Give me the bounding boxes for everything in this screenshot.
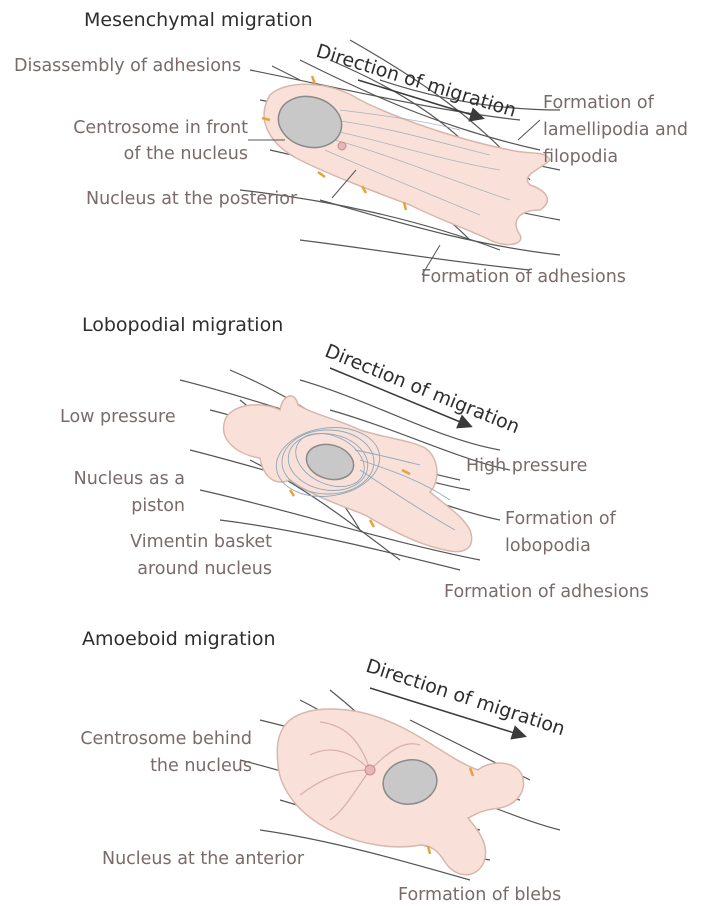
mesenchymal-label-centrosome-line2: of the nucleus <box>38 142 248 167</box>
lobopodial-label-adhesions: Formation of adhesions <box>444 580 649 605</box>
amoeboid-label-blebs: Formation of blebs <box>398 883 561 908</box>
amoeboid-centrosome <box>365 765 375 775</box>
lobopodial-label-nucleus-line1: Nucleus as a <box>40 467 185 492</box>
lobopodial-label-low-pressure: Low pressure <box>60 405 176 430</box>
amoeboid-label-nucleus: Nucleus at the anterior <box>102 847 304 872</box>
mesenchymal-label-lamellipodia-line3: filopodia <box>543 145 618 170</box>
lobopodial-label-high-pressure: High pressure <box>466 454 587 479</box>
mesenchymal-label-adhesions: Formation of adhesions <box>421 265 626 290</box>
mesenchymal-label-nucleus: Nucleus at the posterior <box>86 187 297 212</box>
mesenchymal-label-lamellipodia-line2: lamellipodia and <box>543 118 688 143</box>
lobopodial-label-vimentin-line1: Vimentin basket <box>80 530 272 555</box>
mesenchymal-title: Mesenchymal migration <box>84 9 313 31</box>
amoeboid-title: Amoeboid migration <box>82 628 276 650</box>
mesenchymal-label-centrosome-line1: Centrosome in front <box>38 116 248 141</box>
mesenchymal-label-disassembly: Disassembly of adhesions <box>14 54 241 79</box>
lobopodial-title: Lobopodial migration <box>82 314 283 336</box>
lobopodial-label-nucleus-line2: piston <box>40 494 185 519</box>
lobopodial-label-vimentin-line2: around nucleus <box>80 557 272 582</box>
lobopodial-label-lobopodia-line2: lobopodia <box>505 534 591 559</box>
mesenchymal-centrosome <box>338 142 346 150</box>
amoeboid-label-centrosome-line2: the nucleus <box>40 754 252 779</box>
mesenchymal-label-lamellipodia-line1: Formation of <box>543 91 654 116</box>
lobopodial-label-lobopodia-line1: Formation of <box>505 507 616 532</box>
amoeboid-label-centrosome-line1: Centrosome behind <box>40 727 252 752</box>
